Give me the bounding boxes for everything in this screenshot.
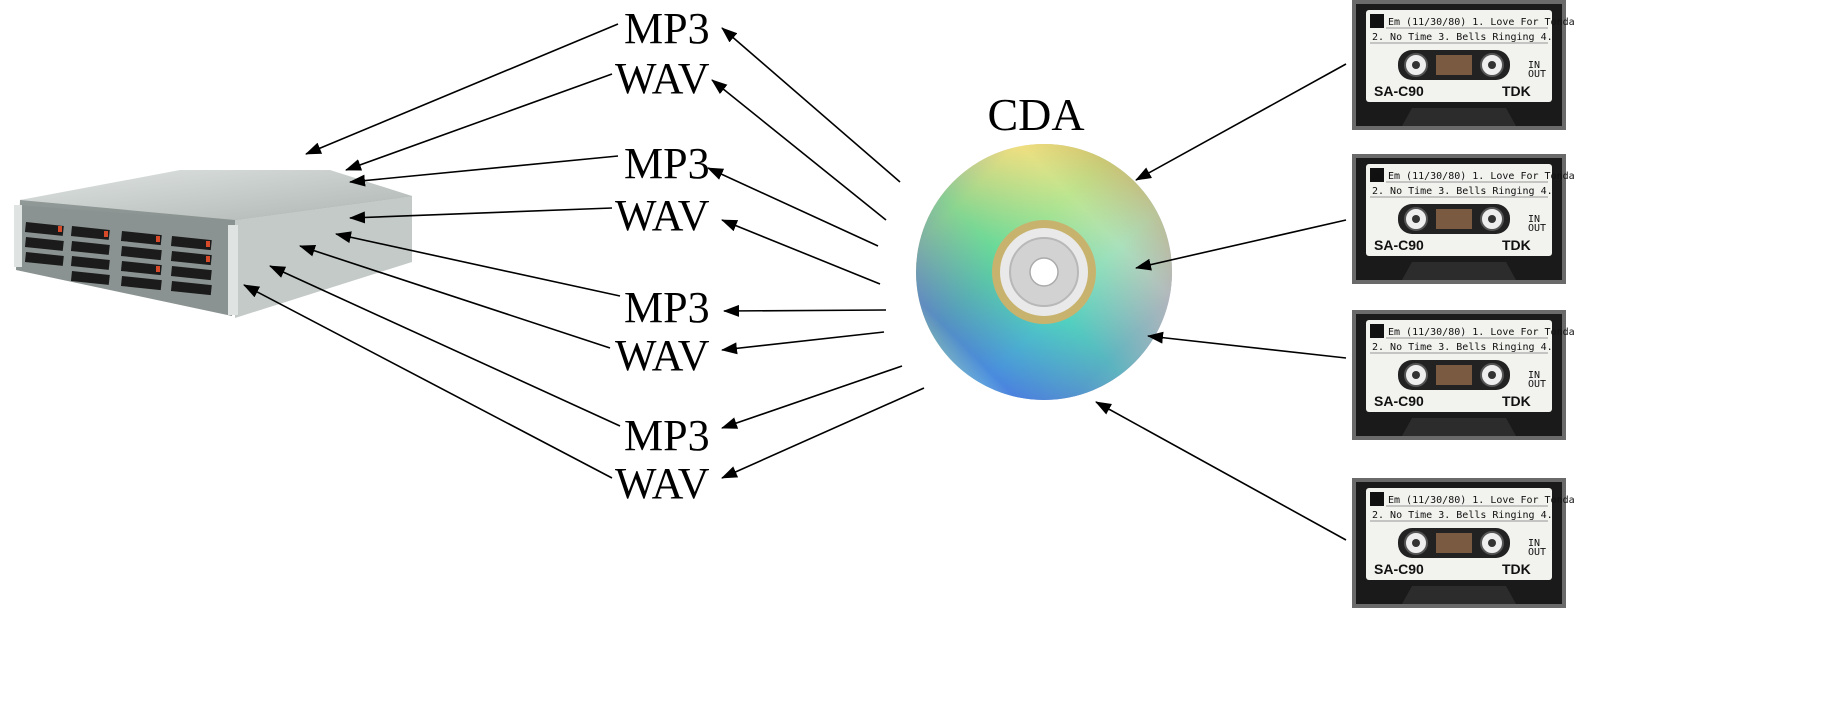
tape-handwriting: 2. No Time 3. Bells Ringing 4. bbox=[1372, 510, 1553, 521]
format-label: MP3 bbox=[624, 283, 710, 332]
arrow bbox=[721, 387, 925, 479]
tape-handwriting: 2. No Time 3. Bells Ringing 4. bbox=[1372, 186, 1553, 197]
arrow bbox=[1135, 63, 1347, 181]
cassette-tape-icon: A Em (11/30/80) 1. Love For Tonda 2. No Ti… bbox=[1352, 478, 1575, 608]
tape-model: SA-C90 bbox=[1374, 237, 1424, 253]
tape-switch-out: OUT bbox=[1528, 379, 1546, 390]
cassette-tape-icon: A Em (11/30/80) 1. Love For Tonda 2. No Ti… bbox=[1352, 154, 1575, 284]
tape-model: SA-C90 bbox=[1374, 561, 1424, 577]
tape-side-label: A bbox=[1373, 169, 1382, 183]
tape-handwriting: Em (11/30/80) 1. Love For Tonda bbox=[1388, 17, 1575, 28]
server-rack-icon bbox=[14, 170, 412, 318]
arrow bbox=[1095, 401, 1347, 541]
format-label: MP3 bbox=[624, 411, 710, 460]
arrow bbox=[707, 167, 879, 247]
arrow bbox=[305, 23, 619, 155]
format-to-server-arrows bbox=[243, 23, 621, 479]
arrow bbox=[721, 219, 881, 285]
disc-to-format-arrows bbox=[707, 27, 925, 479]
arrow bbox=[299, 244, 611, 349]
tape-brand: TDK bbox=[1502, 237, 1531, 253]
arrow bbox=[349, 207, 613, 224]
arrow bbox=[345, 73, 613, 171]
tape-switch-in: IN bbox=[1528, 538, 1540, 549]
format-label: MP3 bbox=[624, 4, 710, 53]
format-label: WAV bbox=[615, 459, 710, 508]
arrow bbox=[711, 79, 887, 221]
cda-label: CDA bbox=[987, 89, 1084, 140]
tape-handwriting: 2. No Time 3. Bells Ringing 4. bbox=[1372, 32, 1553, 43]
format-label: WAV bbox=[615, 191, 710, 240]
compact-disc-icon bbox=[916, 144, 1172, 400]
cassette-tape-icon: A Em (11/30/80) 1. Love For Tonda 2. No Ti… bbox=[1352, 310, 1575, 440]
format-label: WAV bbox=[615, 331, 710, 380]
arrow bbox=[1147, 331, 1347, 359]
arrow bbox=[349, 155, 619, 187]
tape-handwriting: Em (11/30/80) 1. Love For Tonda bbox=[1388, 327, 1575, 338]
tape-switch-in: IN bbox=[1528, 214, 1540, 225]
tape-switch-out: OUT bbox=[1528, 223, 1546, 234]
arrow bbox=[269, 265, 621, 427]
format-label: WAV bbox=[615, 54, 710, 103]
arrow bbox=[721, 365, 903, 429]
format-label: MP3 bbox=[624, 139, 710, 188]
cassette-tape-icon: A Em (11/30/80) 1. Love For Tonda 2. No Ti… bbox=[1352, 0, 1575, 130]
tape-switch-out: OUT bbox=[1528, 547, 1546, 558]
arrow bbox=[1135, 219, 1347, 271]
tape-model: SA-C90 bbox=[1374, 83, 1424, 99]
arrow bbox=[335, 231, 621, 297]
arrow bbox=[243, 284, 613, 479]
tape-side-label: A bbox=[1373, 493, 1382, 507]
arrow bbox=[721, 331, 885, 355]
tape-side-label: A bbox=[1373, 15, 1382, 29]
tape-model: SA-C90 bbox=[1374, 393, 1424, 409]
tape-brand: TDK bbox=[1502, 83, 1531, 99]
tape-switch-out: OUT bbox=[1528, 69, 1546, 80]
tape-handwriting: Em (11/30/80) 1. Love For Tonda bbox=[1388, 171, 1575, 182]
tape-brand: TDK bbox=[1502, 561, 1531, 577]
tape-switch-in: IN bbox=[1528, 60, 1540, 71]
tape-brand: TDK bbox=[1502, 393, 1531, 409]
tape-to-disc-arrows bbox=[1095, 63, 1347, 541]
cassette-tapes: A Em (11/30/80) 1. Love For Tonda 2. No Ti… bbox=[1352, 0, 1575, 608]
tape-handwriting: Em (11/30/80) 1. Love For Tonda bbox=[1388, 495, 1575, 506]
tape-handwriting: 2. No Time 3. Bells Ringing 4. bbox=[1372, 342, 1553, 353]
tape-switch-in: IN bbox=[1528, 370, 1540, 381]
tape-side-label: A bbox=[1373, 325, 1382, 339]
arrow bbox=[721, 27, 901, 183]
arrow bbox=[723, 304, 887, 317]
